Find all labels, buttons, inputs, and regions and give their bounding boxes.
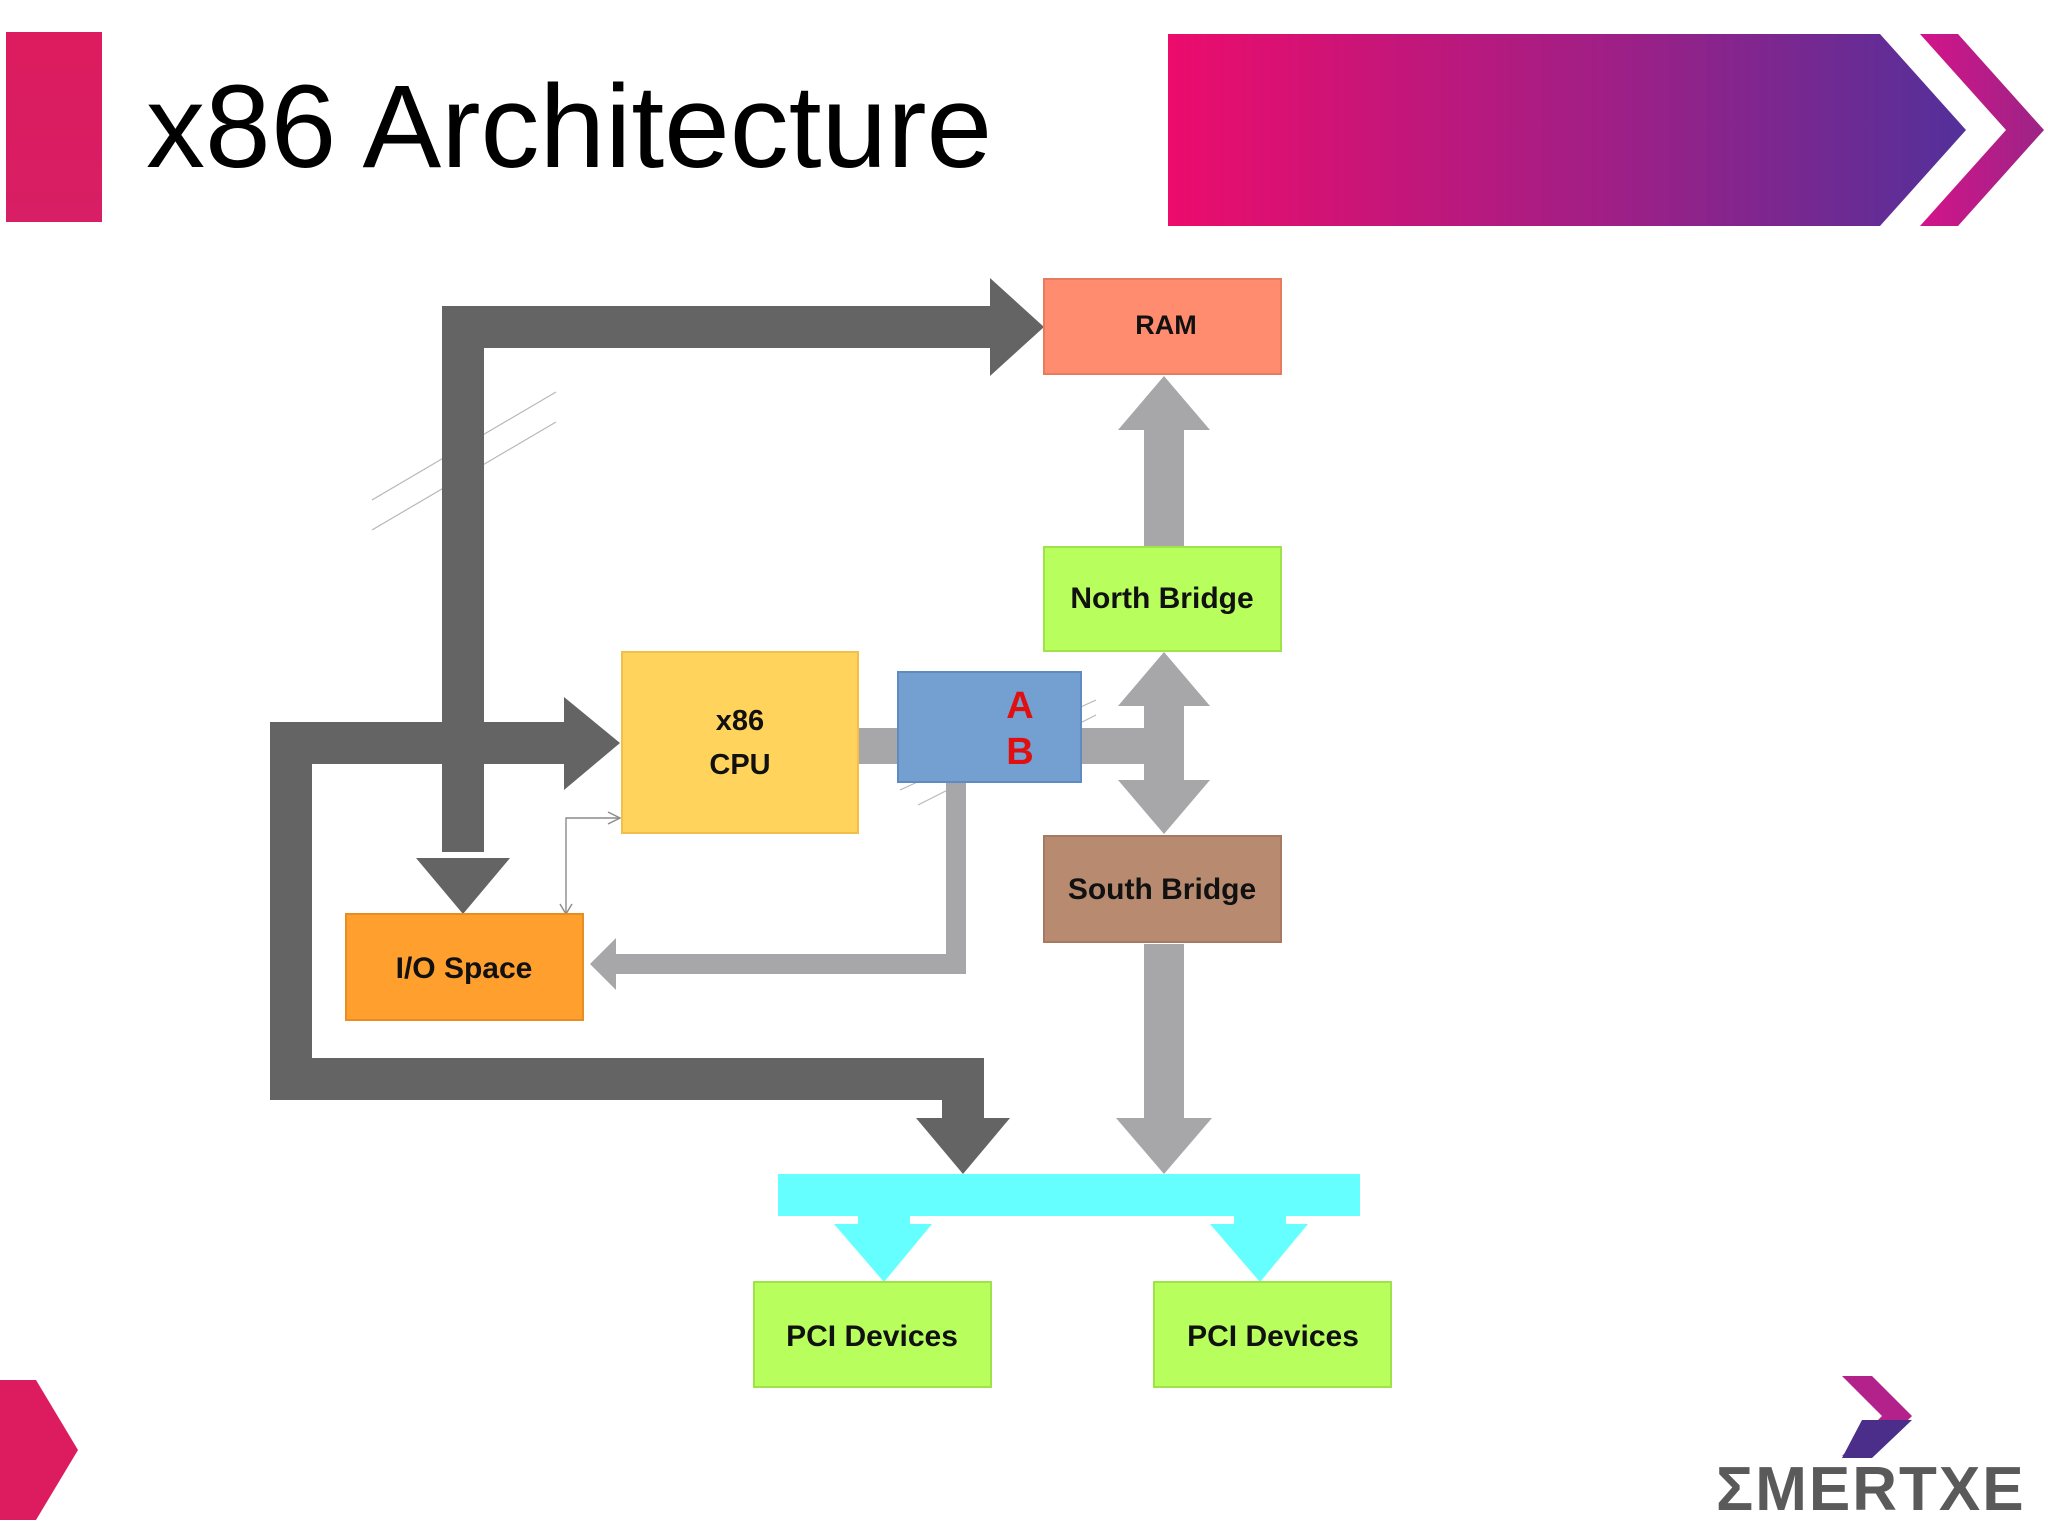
cpu-label-line1: x86 xyxy=(716,705,764,737)
cpu-label-line2: CPU xyxy=(709,749,770,781)
ab-label-b: B xyxy=(1006,731,1033,773)
north-bridge-box xyxy=(1043,546,1282,652)
dark-arrow-to-io xyxy=(416,858,510,914)
pci-devices-left-box xyxy=(753,1281,992,1388)
ram-label: RAM xyxy=(1135,310,1197,340)
bottom-left-chevron xyxy=(0,1380,78,1520)
page-title: x86 Architecture xyxy=(146,61,993,193)
north-bridge-label: North Bridge xyxy=(1070,582,1253,615)
south-bridge-box xyxy=(1043,835,1282,943)
banner-arrow xyxy=(1168,34,1966,226)
io-space-box xyxy=(345,913,584,1021)
light-bus xyxy=(590,376,1212,1174)
ram-box xyxy=(1043,278,1282,375)
ab-label-a: A xyxy=(1006,685,1033,727)
logo-chevron-shadow-icon xyxy=(1842,1420,1912,1458)
pci-devices-right-box xyxy=(1153,1281,1392,1388)
south-bridge-label: South Bridge xyxy=(1068,873,1256,906)
pci-bus xyxy=(778,1174,1360,1282)
logo-text: ΣMERTXE xyxy=(1716,1455,2026,1524)
pci-devices-right-label: PCI Devices xyxy=(1187,1320,1359,1353)
pci-devices-left-label: PCI Devices xyxy=(786,1320,958,1353)
ab-block xyxy=(897,671,1082,783)
dark-bus-outer xyxy=(270,697,1010,1174)
cpu-box xyxy=(621,651,859,834)
io-space-label: I/O Space xyxy=(396,952,533,985)
banner-chevron xyxy=(1920,34,2044,226)
left-accent-bar xyxy=(6,32,102,222)
